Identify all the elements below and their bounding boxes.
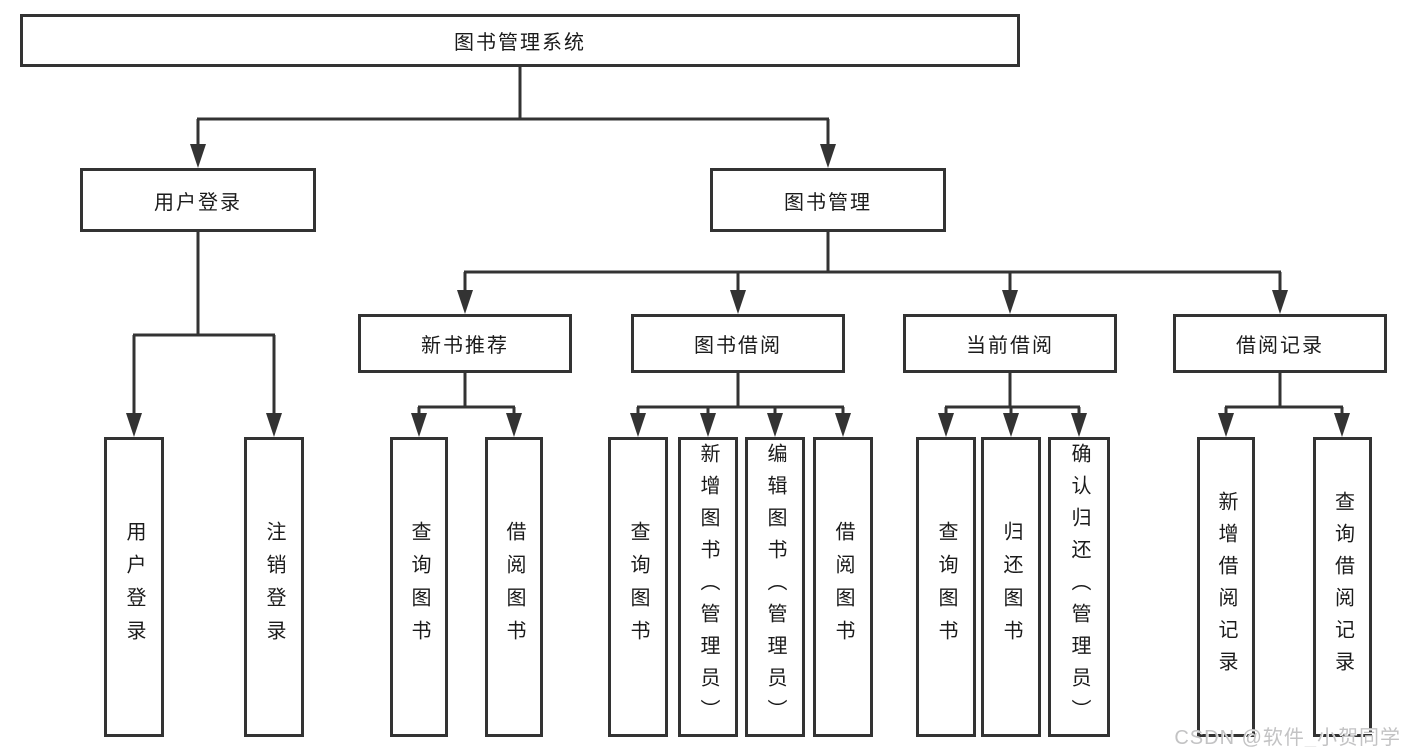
node-label: 新增图书（管理员）: [697, 443, 719, 731]
node-leaf-confirm-return-admin: 确认归还（管理员）: [1048, 437, 1110, 737]
node-root-system: 图书管理系统: [20, 14, 1020, 67]
node-label: 查询借阅记录: [1331, 491, 1354, 683]
node-label: 确认归还（管理员）: [1068, 443, 1090, 731]
node-label: 编辑图书（管理员）: [764, 443, 786, 731]
node-book-borrow: 图书借阅: [631, 314, 845, 373]
node-label: 借阅图书: [832, 521, 854, 653]
node-label: 查询图书: [627, 521, 649, 653]
node-label: 用户登录: [154, 191, 242, 214]
node-leaf-user-login: 用户登录: [104, 437, 164, 737]
node-user-login: 用户登录: [80, 168, 316, 232]
node-label: 新书推荐: [421, 335, 509, 357]
node-label: 借阅记录: [1236, 335, 1324, 357]
node-label: 归还图书: [1000, 521, 1022, 653]
node-label: 当前借阅: [966, 335, 1054, 357]
node-leaf-borrow-books-2: 借阅图书: [813, 437, 873, 737]
node-leaf-query-books-2: 查询图书: [608, 437, 668, 737]
node-label: 查询图书: [935, 521, 957, 653]
node-label: 查询图书: [408, 521, 430, 653]
node-new-book-recommend: 新书推荐: [358, 314, 572, 373]
node-leaf-edit-books-admin: 编辑图书（管理员）: [745, 437, 805, 737]
node-book-management: 图书管理: [710, 168, 946, 232]
node-label: 图书管理系统: [454, 32, 586, 54]
node-leaf-borrow-books: 借阅图书: [485, 437, 543, 737]
node-leaf-query-borrow-record: 查询借阅记录: [1313, 437, 1372, 737]
node-label: 图书借阅: [694, 335, 782, 357]
node-leaf-query-books-3: 查询图书: [916, 437, 976, 737]
node-label: 注销登录: [263, 521, 285, 653]
watermark: CSDN @软件_小贺同学: [1174, 727, 1401, 747]
node-leaf-add-books-admin: 新增图书（管理员）: [678, 437, 738, 737]
node-leaf-query-books: 查询图书: [390, 437, 448, 737]
node-leaf-return-books: 归还图书: [981, 437, 1041, 737]
node-leaf-logout: 注销登录: [244, 437, 304, 737]
node-label: 用户登录: [123, 521, 145, 653]
node-label: 新增借阅记录: [1215, 491, 1237, 683]
node-borrow-records: 借阅记录: [1173, 314, 1387, 373]
node-leaf-add-borrow-record: 新增借阅记录: [1197, 437, 1255, 737]
node-label: 借阅图书: [503, 521, 525, 653]
node-current-borrow: 当前借阅: [903, 314, 1117, 373]
node-label: 图书管理: [784, 191, 872, 214]
